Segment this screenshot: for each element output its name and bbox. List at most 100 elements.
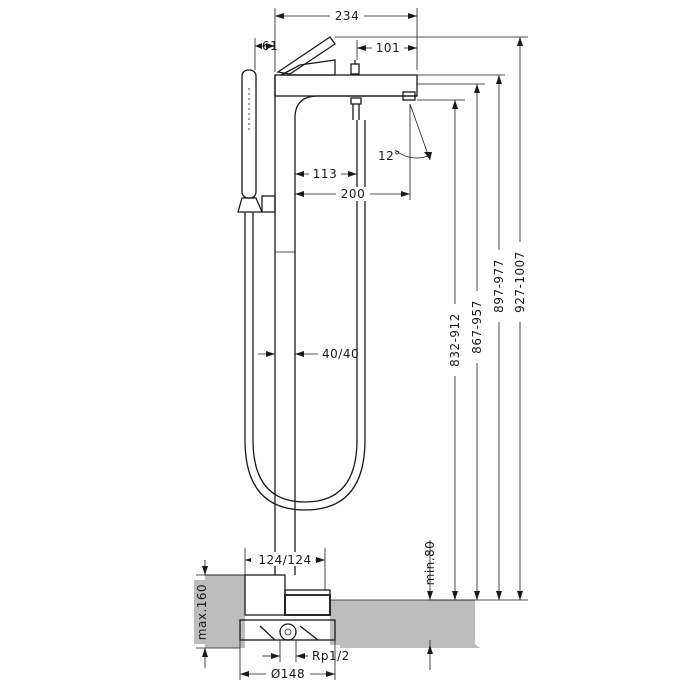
arrow-897-b [496, 591, 502, 600]
arrow-min80 [427, 591, 433, 600]
arrow-40-r [295, 351, 304, 357]
dim-label-101: 101 [376, 41, 400, 55]
label-bg-148 [266, 667, 310, 681]
arrow-max160-b [202, 648, 208, 657]
label-bg-124 [251, 552, 315, 566]
label-bg [330, 8, 364, 22]
angle-arc [394, 149, 429, 159]
shower-handle-base [237, 197, 263, 213]
arrow-832-b [452, 591, 458, 600]
hose-inner [252, 120, 358, 503]
arrow-61b [255, 43, 262, 49]
arrow-max160-t [202, 566, 208, 575]
lever-base [280, 59, 336, 76]
arrow-832-t [452, 100, 458, 109]
arrow-min80-b [427, 645, 433, 654]
base-strut-2 [299, 625, 319, 641]
arrow-101-l [357, 45, 366, 51]
label-bg-max160 [194, 580, 210, 644]
arrow-113-r [348, 171, 357, 177]
arrow-124-r [316, 557, 325, 563]
shower-holder [261, 195, 276, 213]
arrow-left [275, 13, 284, 19]
hand-shower [237, 69, 276, 213]
dim-label-867: 867-957 [470, 300, 484, 354]
arrow-897-t [496, 75, 502, 84]
dim-label-max160: max.160 [195, 584, 209, 640]
dim-label-832: 832-912 [448, 313, 462, 367]
dim-spout-handle: 101 [356, 40, 417, 60]
dim-base-width: 124/124 [244, 548, 326, 590]
arrow-927-b [517, 591, 523, 600]
hose-connector [350, 97, 362, 105]
dim-label-927: 927-1007 [513, 251, 527, 313]
base-box-left [244, 574, 286, 616]
dim-label-61: 61 [262, 39, 278, 53]
dim-angle: 12° [378, 103, 432, 163]
dim-label-124: 124/124 [258, 553, 311, 567]
mounting-base [239, 574, 336, 641]
floor-fill-right [330, 600, 475, 645]
dim-label-rp: Rp1/2 [312, 649, 350, 663]
arrow-40-l [266, 351, 275, 357]
dim-label-148: Ø148 [271, 667, 305, 681]
connection-circle [279, 623, 297, 641]
spout-body [274, 36, 418, 120]
diverter-knob [350, 63, 360, 75]
arrow-867-t [474, 84, 480, 93]
dim-connection: Rp1/2 [262, 640, 350, 663]
hose-outer [244, 120, 366, 511]
dim-top-width: 234 [274, 8, 418, 72]
lever-handle [276, 36, 336, 75]
dim-height-867: 867-957 [417, 83, 485, 600]
base-cover [284, 594, 331, 616]
label-bg-101 [372, 41, 404, 55]
label-bg-927 [512, 242, 528, 322]
connection-inner [284, 628, 292, 636]
arrow-867-b [474, 591, 480, 600]
shower-hose [244, 120, 366, 511]
label-bg-200 [336, 187, 370, 201]
dim-max-depth: max.160 [194, 560, 245, 668]
arrow-200-l [295, 191, 304, 197]
dim-label-200: 200 [341, 187, 365, 201]
dim-label-angle: 12° [378, 149, 401, 163]
dim-min-height: min.80 [423, 540, 437, 670]
label-bg-832 [447, 304, 463, 376]
dim-label-40: 40/40 [322, 347, 359, 361]
dim-label-234: 234 [335, 9, 359, 23]
spout-outlet [402, 91, 416, 101]
arrow-right [408, 13, 417, 19]
base-plate [239, 619, 336, 641]
arrow-61 [266, 43, 275, 49]
angle-line [409, 103, 431, 161]
label-bg-897 [491, 250, 507, 322]
arrow-101-r [408, 45, 417, 51]
arrow-113-l [295, 171, 304, 177]
arrow-rp-l [271, 653, 280, 659]
dim-height-927: 927-1007 [335, 36, 528, 600]
arrow-927-t [517, 37, 523, 46]
angle-arrow [424, 152, 432, 160]
dim-riser-spout: 200 [295, 160, 411, 201]
arrow-148-l [240, 671, 249, 677]
floor-section [205, 574, 480, 648]
dim-riser-tube: 40/40 [258, 347, 359, 361]
label-bg-867 [469, 291, 485, 363]
label-bg-113 [309, 167, 341, 181]
dim-riser-shower: 113 [295, 167, 357, 181]
dim-label-897: 897-977 [492, 259, 506, 313]
dim-label-113: 113 [313, 167, 337, 181]
dim-handle-offset: 61 [254, 38, 278, 70]
base-box-right [284, 589, 331, 616]
base-strut-1 [259, 625, 276, 641]
arrow-200-r [401, 191, 410, 197]
arrow-rp-r [296, 653, 305, 659]
dim-label-min80: min.80 [423, 541, 437, 586]
dim-base-diameter: Ø148 [239, 640, 336, 681]
dim-height-897: 897-977 [417, 74, 507, 600]
dim-height-832: 832-912 [417, 99, 465, 600]
arrow-148-r [326, 671, 335, 677]
spout-top [274, 74, 418, 97]
